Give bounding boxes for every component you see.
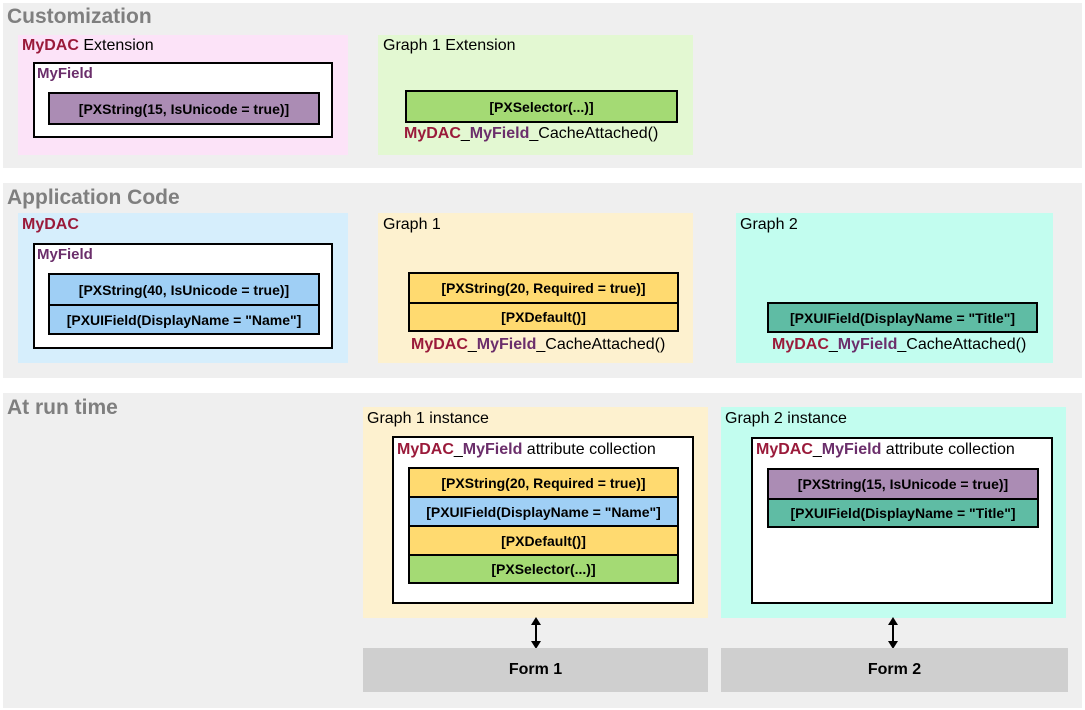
graph1-instance-panel: Graph 1 instance MyDAC_MyField attribute… xyxy=(363,407,708,618)
myfield-label: MyField xyxy=(37,65,93,82)
attribute-pxstring: [PXString(20, Required = true)] xyxy=(408,467,679,496)
myfield-box: MyField [PXString(40, IsUnicode = true)]… xyxy=(33,243,333,349)
bidirectional-arrow-icon xyxy=(531,617,541,649)
bidirectional-arrow-icon xyxy=(888,617,898,649)
attribute-pxstring: [PXString(15, IsUnicode = true)] xyxy=(767,468,1039,498)
run-time-title: At run time xyxy=(7,396,118,419)
graph1-attribute-stack: [PXString(20, Required = true)] [PXDefau… xyxy=(408,272,679,332)
attribute-pxdefault: [PXDefault()] xyxy=(408,302,679,332)
attribute-pxstring: [PXString(40, IsUnicode = true)] xyxy=(48,273,320,304)
form-2: Form 2 xyxy=(721,648,1068,692)
attribute-collection-title: MyDAC_MyField attribute collection xyxy=(397,441,656,458)
attribute-pxstring: [PXString(20, Required = true)] xyxy=(408,272,679,302)
attribute-collection-title: MyDAC_MyField attribute collection xyxy=(756,441,1015,458)
graph2-runtime-attribute-stack: [PXString(15, IsUnicode = true)] [PXUIFi… xyxy=(767,468,1039,528)
graph2-title: Graph 2 xyxy=(740,216,798,233)
attribute-pxuifield: [PXUIField(DisplayName = "Title"] xyxy=(767,498,1039,528)
cache-attached-method: MyDAC_MyField_CacheAttached() xyxy=(411,336,666,353)
cache-attached-method: MyDAC_MyField_CacheAttached() xyxy=(404,125,659,142)
attribute-pxselector: [PXSelector(...)] xyxy=(405,90,678,123)
myfield-box: MyField [PXString(15, IsUnicode = true)] xyxy=(33,62,333,138)
graph1-panel: Graph 1 [PXString(20, Required = true)] … xyxy=(378,213,693,363)
graph1-runtime-attribute-stack: [PXString(20, Required = true)] [PXUIFie… xyxy=(408,467,679,584)
attribute-pxstring: [PXString(15, IsUnicode = true)] xyxy=(48,92,320,125)
cache-attached-method: MyDAC_MyField_CacheAttached() xyxy=(772,336,1027,353)
attribute-pxuifield: [PXUIField(DisplayName = "Title"] xyxy=(767,302,1038,333)
application-code-title: Application Code xyxy=(7,186,180,209)
graph2-panel: Graph 2 [PXUIField(DisplayName = "Title"… xyxy=(736,213,1053,363)
graph2-instance-title: Graph 2 instance xyxy=(725,410,847,427)
graph1-title: Graph 1 xyxy=(383,216,441,233)
mydac-extension-title: MyDAC Extension xyxy=(22,37,154,54)
attribute-collection-box: MyDAC_MyField attribute collection [PXSt… xyxy=(392,436,694,604)
myfield-label: MyField xyxy=(37,246,93,263)
form-1: Form 1 xyxy=(363,648,708,692)
attribute-pxselector: [PXSelector(...)] xyxy=(408,554,679,584)
attribute-pxuifield: [PXUIField(DisplayName = "Name"] xyxy=(48,304,320,335)
mydac-panel: MyDAC MyField [PXString(40, IsUnicode = … xyxy=(18,213,348,363)
graph1-extension-panel: Graph 1 Extension [PXSelector(...)] MyDA… xyxy=(378,35,693,155)
customization-title: Customization xyxy=(7,5,152,28)
attribute-pxdefault: [PXDefault()] xyxy=(408,525,679,554)
graph2-instance-panel: Graph 2 instance MyDAC_MyField attribute… xyxy=(721,407,1066,618)
attribute-pxuifield: [PXUIField(DisplayName = "Name"] xyxy=(408,496,679,525)
mydac-title: MyDAC xyxy=(22,216,79,233)
graph1-instance-title: Graph 1 instance xyxy=(367,410,489,427)
graph1-extension-title: Graph 1 Extension xyxy=(383,37,516,54)
mydac-attribute-stack: [PXString(40, IsUnicode = true)] [PXUIFi… xyxy=(48,273,320,335)
mydac-extension-panel: MyDAC Extension MyField [PXString(15, Is… xyxy=(18,35,348,155)
attribute-collection-box: MyDAC_MyField attribute collection [PXSt… xyxy=(751,437,1053,604)
